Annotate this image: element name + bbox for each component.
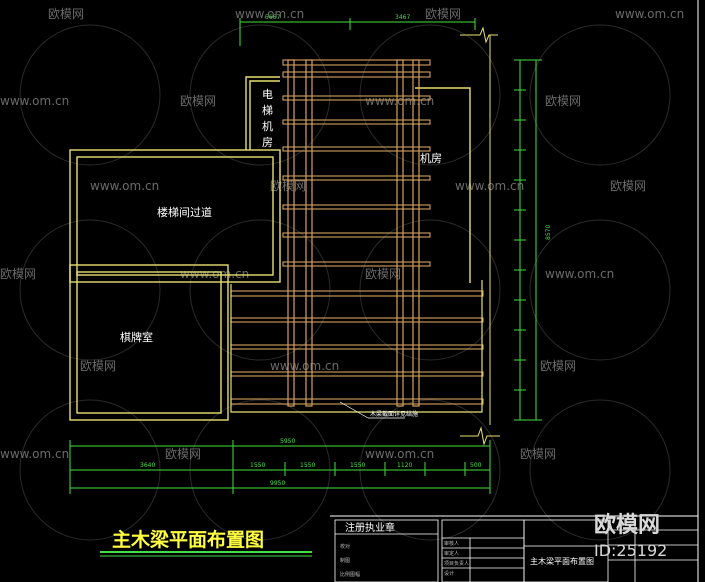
dim-bottom-total: 9950 (270, 480, 285, 487)
watermark-brand: 欧模网 (540, 359, 576, 373)
dim-segment: 500 (470, 462, 482, 469)
stair-corridor-label: 楼梯间过道 (157, 205, 212, 219)
watermark-site: www.om.cn (0, 94, 69, 108)
elevator-room-wall-inner (249, 80, 280, 150)
field-label: 制图 (340, 557, 350, 564)
watermark-site: www.om.cn (545, 267, 614, 281)
dim-top-left: 5667 (265, 14, 280, 21)
dim-segment: 1120 (397, 462, 412, 469)
watermark-site: www.om.cn (90, 179, 159, 193)
secondary-beams (230, 59, 484, 405)
chess-room-label: 棋牌室 (120, 330, 153, 344)
watermark-site: www.om.cn (365, 447, 434, 461)
dim-segment: 1550 (350, 462, 365, 469)
room-walls (69, 76, 471, 421)
watermark-logo: 欧模网 (594, 512, 660, 538)
watermark-brand: 欧模网 (0, 267, 36, 281)
watermark-brand: 欧模网 (545, 94, 581, 108)
elevator-room-label-3: 机 (262, 119, 273, 133)
dim-segment: 1550 (300, 462, 315, 469)
field-label: 审定人 (444, 550, 459, 557)
watermark-brand: 欧模网 (165, 447, 201, 461)
dim-bottom-middle: 5950 (280, 438, 295, 445)
chess-room-inner (76, 271, 222, 414)
dimension-lines (69, 18, 542, 494)
elevator-room-wall (245, 76, 280, 150)
watermark-site: www.om.cn (180, 267, 249, 281)
machine-room-label: 机房 (420, 151, 442, 165)
watermark-brand: 欧模网 (180, 94, 216, 108)
machine-room-wall (415, 87, 471, 283)
watermark-brand: 欧模网 (80, 359, 116, 373)
stamp-title: 注册执业章 (345, 521, 395, 534)
elevator-room-label-1: 电 (262, 88, 273, 101)
watermark-site: www.om.cn (235, 7, 304, 21)
watermark-brand: 欧模网 (425, 7, 461, 21)
drawing-title: 主木梁平面布置图 (112, 528, 264, 551)
watermark-brand: 欧模网 (520, 447, 556, 461)
watermarks: 欧模网 www.om.cn 欧模网 www.om.cn www.om.cn 欧模… (0, 7, 684, 461)
break-lines (460, 26, 500, 446)
field-label: 比例图幅 (340, 571, 360, 578)
platform-frame (230, 280, 483, 413)
watermark-site: www.om.cn (270, 359, 339, 373)
dim-right-total: 8570 (545, 225, 552, 240)
dim-top-right: 3467 (395, 14, 410, 21)
field-label: 审核人 (444, 540, 459, 547)
beam-annotation: 木梁截面详见结施 (339, 401, 418, 419)
annotation-text: 木梁截面详见结施 (370, 410, 418, 418)
watermark-site: www.om.cn (615, 7, 684, 21)
watermark-site: www.om.cn (365, 94, 434, 108)
title-block (334, 519, 698, 582)
field-label: 校对 (340, 543, 350, 550)
watermark-site: www.om.cn (0, 447, 69, 461)
watermark-brand: 欧模网 (48, 7, 84, 21)
watermark-brand: 欧模网 (610, 179, 646, 193)
stair-corridor-outline (69, 149, 281, 283)
stair-corridor-inner (76, 156, 274, 276)
dimension-texts: 5667 3467 5950 3640 1550 1550 1550 1120 … (140, 14, 552, 487)
drawing-frame (330, 0, 699, 582)
title-block-drawing-name: 主木梁平面布置图 (530, 556, 594, 566)
watermark-brand: 欧模网 (365, 267, 401, 281)
dim-bottom-left: 3640 (140, 462, 155, 469)
elevator-room-label-4: 房 (262, 136, 273, 149)
elevator-room-label-2: 梯 (262, 104, 273, 117)
field-label: 设计 (444, 570, 454, 577)
room-labels: 电 梯 机 房 机房 楼梯间过道 棋牌室 (120, 88, 442, 344)
watermark-id: ID:25192 (594, 541, 667, 560)
field-label: 项目负责人 (444, 560, 469, 567)
title-block-fields: 审核人 审定人 项目负责人 设计 校对 制图 比例图幅 (340, 540, 469, 578)
dim-segment: 1550 (250, 462, 265, 469)
chess-room-outline (69, 264, 229, 421)
